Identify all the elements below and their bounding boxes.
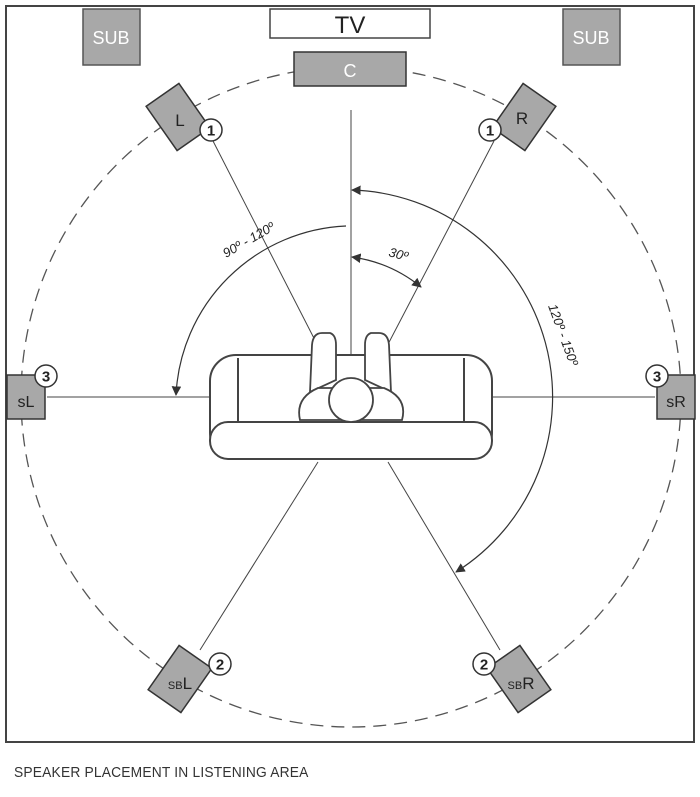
tv-label: TV — [335, 12, 366, 39]
speaker-surround-back-right-label: SBR — [508, 674, 535, 693]
speaker-surround-back-right — [486, 644, 552, 714]
speaker-surround-left-label: sL — [18, 394, 35, 411]
svg-text:2: 2 — [480, 657, 488, 674]
svg-text:3: 3 — [653, 369, 661, 386]
sub-right-label: SUB — [572, 28, 609, 48]
badge-surround-back-right: 2 — [472, 652, 496, 676]
room-outline — [5, 5, 695, 743]
svg-text:2: 2 — [216, 657, 224, 674]
back-angle-label: 120º - 150º — [545, 302, 582, 369]
side-angle-label: 90º - 120º — [220, 218, 278, 260]
svg-text:1: 1 — [486, 123, 494, 140]
speaker-front-left-label: L — [175, 111, 184, 130]
center-speaker-label: C — [344, 61, 357, 81]
sub-left — [82, 8, 141, 66]
sub-right — [562, 8, 621, 66]
badge-surround-right: 3 — [645, 364, 669, 388]
angle-arcs — [171, 185, 554, 573]
badge-front-right: 1 — [478, 118, 502, 142]
center-speaker — [293, 51, 407, 87]
svg-text:3: 3 — [42, 369, 50, 386]
svg-text:1: 1 — [207, 123, 215, 140]
badge-front-left: 1 — [199, 118, 223, 142]
speaker-front-right — [491, 82, 557, 152]
diagram-caption: SPEAKER PLACEMENT IN LISTENING AREA — [14, 764, 309, 781]
sub-left-label: SUB — [92, 28, 129, 48]
speaker-front-right-label: R — [516, 109, 528, 128]
speaker-surround-right-label: sR — [666, 394, 686, 411]
tv-box — [269, 8, 431, 39]
front-angle-label: 30º — [387, 244, 411, 264]
badge-surround-left: 3 — [34, 364, 58, 388]
listener-person — [298, 332, 405, 423]
speaker-surround-back-left-label: SBL — [168, 674, 192, 693]
speaker-surround-back-left — [147, 644, 213, 714]
front-angle-arc — [351, 253, 422, 288]
speaker-front-left — [145, 82, 211, 152]
speaker-placement-diagram: 30º 90º - 120º 120º - 150º TV C SUB SUB … — [5, 5, 696, 743]
back-angle-arc — [351, 185, 554, 573]
badge-surround-back-left: 2 — [208, 652, 232, 676]
side-angle-arc — [171, 225, 347, 396]
